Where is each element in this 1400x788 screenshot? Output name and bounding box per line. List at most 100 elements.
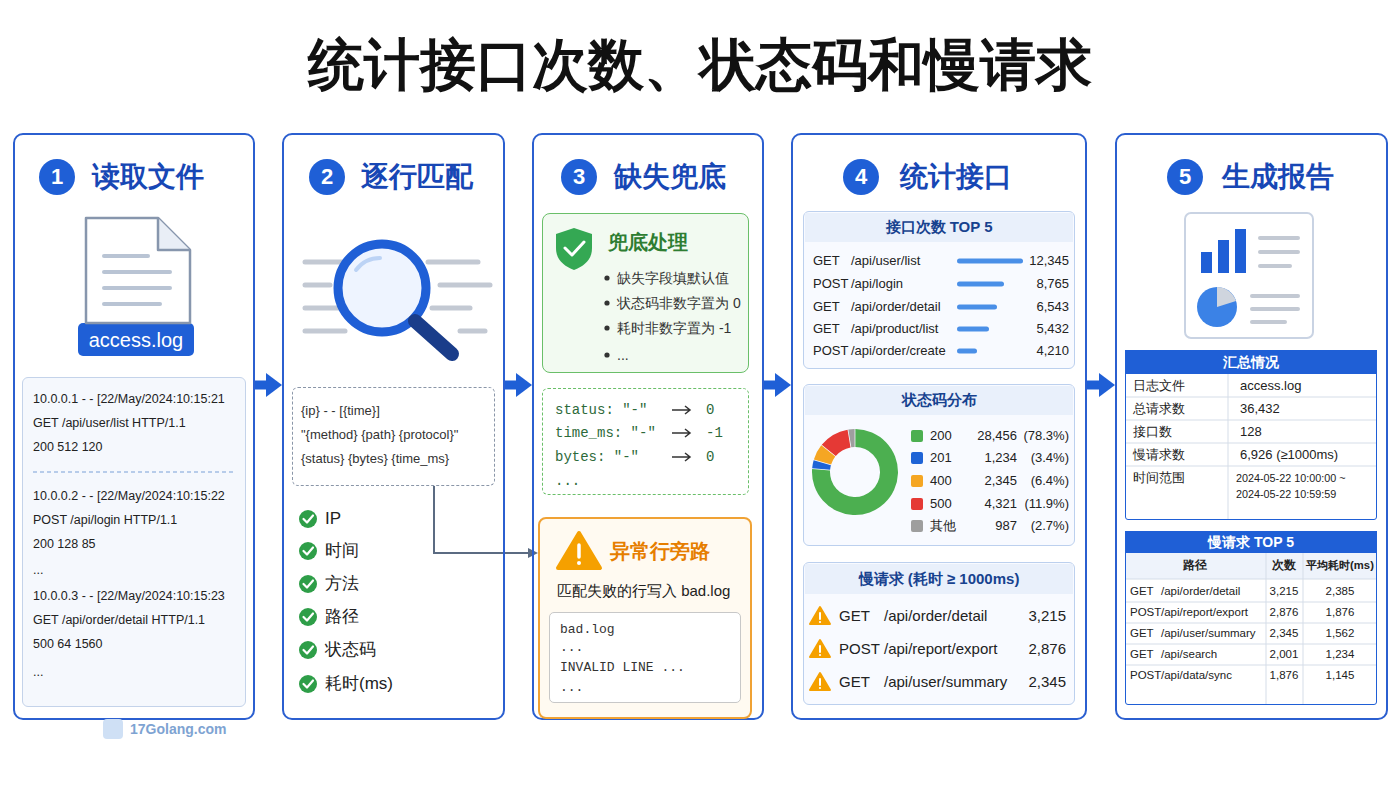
node-text: 1,145 (1326, 669, 1355, 683)
node-text: access.log (1240, 378, 1301, 394)
log-divider (33, 471, 236, 472)
node-text: 平均耗时(ms) (1306, 559, 1374, 573)
step-panel: 生成报告5汇总情况日志文件access.log总请求数36,432接口数128慢… (1115, 133, 1388, 720)
node-text: ... (617, 347, 629, 364)
fallback-box: 兜底处理缺失字段填默认值状态码非数字置为 0耗时非数字置为 -1... (542, 213, 749, 373)
check-item: 时间 (325, 541, 359, 561)
step-panel: 缺失兜底3兜底处理缺失字段填默认值状态码非数字置为 0耗时非数字置为 -1...… (532, 133, 764, 720)
node-text: "{method} {path} {protocol}" (301, 427, 458, 443)
node-heading: 生成报告 (1222, 160, 1334, 194)
node-heading: 状态码分布 (902, 391, 977, 409)
log-sample: 10.0.0.1 - - [22/May/2024:10:15:21GET /a… (22, 377, 246, 707)
step-badge: 2 (309, 159, 345, 195)
node-text: POST (813, 276, 848, 292)
node-text: 2,876 (1270, 606, 1299, 620)
mapping-arrows (672, 406, 690, 461)
node-text: time_ms: "-" (555, 425, 656, 442)
diagram-title: 统计接口次数、状态码和慢请求 (308, 31, 1092, 98)
node-text: GET (1130, 585, 1154, 599)
node-text: 500 64 1560 (33, 637, 103, 652)
node-text: 500 (930, 496, 952, 512)
node-heading: 统计接口 (900, 160, 1012, 194)
node-text: GET (813, 321, 840, 337)
node-text: /api/data/sync (1161, 669, 1232, 683)
mapping-box: status: "-"0time_ms: "-"-1bytes: "-"0... (542, 388, 749, 495)
check-item: 状态码 (325, 640, 376, 660)
node-text: /api/product/list (851, 321, 938, 337)
node-text: 3,215 (1270, 585, 1299, 599)
node-text: /api/user/list (851, 253, 920, 269)
node-heading: 逐行匹配 (361, 160, 473, 194)
step-panel: 读取文件 1 access.log 10.0.0.1 - - [22/May/2024… (13, 133, 255, 720)
check-item: 路径 (325, 607, 359, 627)
node-text: GET (839, 607, 870, 625)
node-text: 4,210 (1036, 343, 1069, 359)
node-text: -1 (706, 425, 723, 442)
node-text: 状态码非数字置为 0 (617, 295, 741, 312)
node-text: INVALID LINE ... (560, 660, 685, 676)
node-text: 128 (1240, 424, 1262, 440)
node-text: /api/order/create (851, 343, 946, 359)
node-text: 2024-05-22 10:00:00 ~ 2024-05-22 10:59:5… (1236, 471, 1376, 502)
flow-arrow (1087, 381, 1103, 390)
node-heading: 读取文件 (92, 160, 204, 194)
slow-card: 慢请求 (耗时 ≥ 1000ms)GET/api/order/detail3,2… (803, 562, 1075, 705)
node-heading: 慢请求 (耗时 ≥ 1000ms) (859, 570, 1020, 588)
node-text: 1,562 (1326, 627, 1355, 641)
node-text: 200 128 85 (33, 537, 96, 552)
node-heading: 缺失兜底 (614, 160, 726, 194)
node-text: 12,345 (1029, 253, 1069, 269)
node-text: /api/user/summary (884, 673, 1007, 691)
warning-icon (558, 533, 600, 568)
node-text: 耗时非数字置为 -1 (617, 320, 731, 337)
bypass-box: 异常行旁路匹配失败的行写入 bad.logbad.log...INVALID L… (538, 517, 752, 719)
node-text: GET (1130, 648, 1154, 662)
flow-arrow (434, 486, 530, 553)
node-text: 接口数 (1133, 424, 1172, 440)
node-text: (3.4%) (1031, 450, 1069, 466)
status-donut (812, 429, 898, 515)
node-text: 36,432 (1240, 401, 1280, 417)
node-text: 3,215 (1028, 607, 1066, 625)
step-badge: 1 (39, 159, 75, 195)
node-heading: 4 (855, 164, 867, 190)
node-text: 6,543 (1036, 299, 1069, 315)
node-text: 其他 (930, 518, 956, 534)
file-name-tag: access.log (78, 323, 194, 356)
node-text: 10.0.0.3 - - [22/May/2024:10:15:23 (33, 589, 225, 604)
node-text: 2,345 (984, 473, 1017, 489)
node-text: 2,385 (1326, 585, 1355, 599)
watermark: 17Golang.com (130, 721, 226, 738)
node-text: 1,234 (1326, 648, 1355, 662)
check-item: 方法 (325, 574, 359, 594)
top-api-card: 接口次数 TOP 5GET/api/user/list12,345POST/ap… (803, 211, 1075, 369)
node-text: 201 (930, 450, 952, 466)
node-text: /api/user/summary (1161, 627, 1256, 641)
node-heading: 慢请求 TOP 5 (1208, 534, 1294, 551)
step-panel: 统计接口4接口次数 TOP 5GET/api/user/list12,345PO… (791, 133, 1087, 720)
node-heading: 1 (51, 164, 63, 190)
node-text: (6.4%) (1031, 473, 1069, 489)
node-text: ... (555, 473, 580, 490)
node-heading: 5 (1179, 164, 1191, 190)
node-text: 缺失字段填默认值 (617, 270, 729, 287)
report-icon (1185, 213, 1313, 338)
step-badge: 3 (561, 159, 597, 195)
node-text: 1,876 (1326, 606, 1355, 620)
node-text: ... (560, 680, 583, 696)
node-text: /api/report/export (1161, 606, 1248, 620)
node-text: 0 (706, 449, 714, 466)
node-heading: access.log (89, 328, 184, 352)
node-text: 2,001 (1270, 648, 1299, 662)
node-text: {status} {bytes} {time_ms} (301, 451, 449, 467)
node-text: 200 512 120 (33, 440, 103, 455)
node-text: bytes: "-" (555, 449, 639, 466)
magnifier-icon (305, 244, 490, 354)
node-text: 28,456 (977, 428, 1017, 444)
flow-arrow (505, 381, 520, 390)
node-text: 2,345 (1270, 627, 1299, 641)
node-text: ... (560, 640, 583, 656)
node-heading: 异常行旁路 (610, 539, 710, 563)
summary-table: 汇总情况日志文件access.log总请求数36,432接口数128慢请求数6,… (1125, 350, 1377, 520)
node-text: GET (839, 673, 870, 691)
